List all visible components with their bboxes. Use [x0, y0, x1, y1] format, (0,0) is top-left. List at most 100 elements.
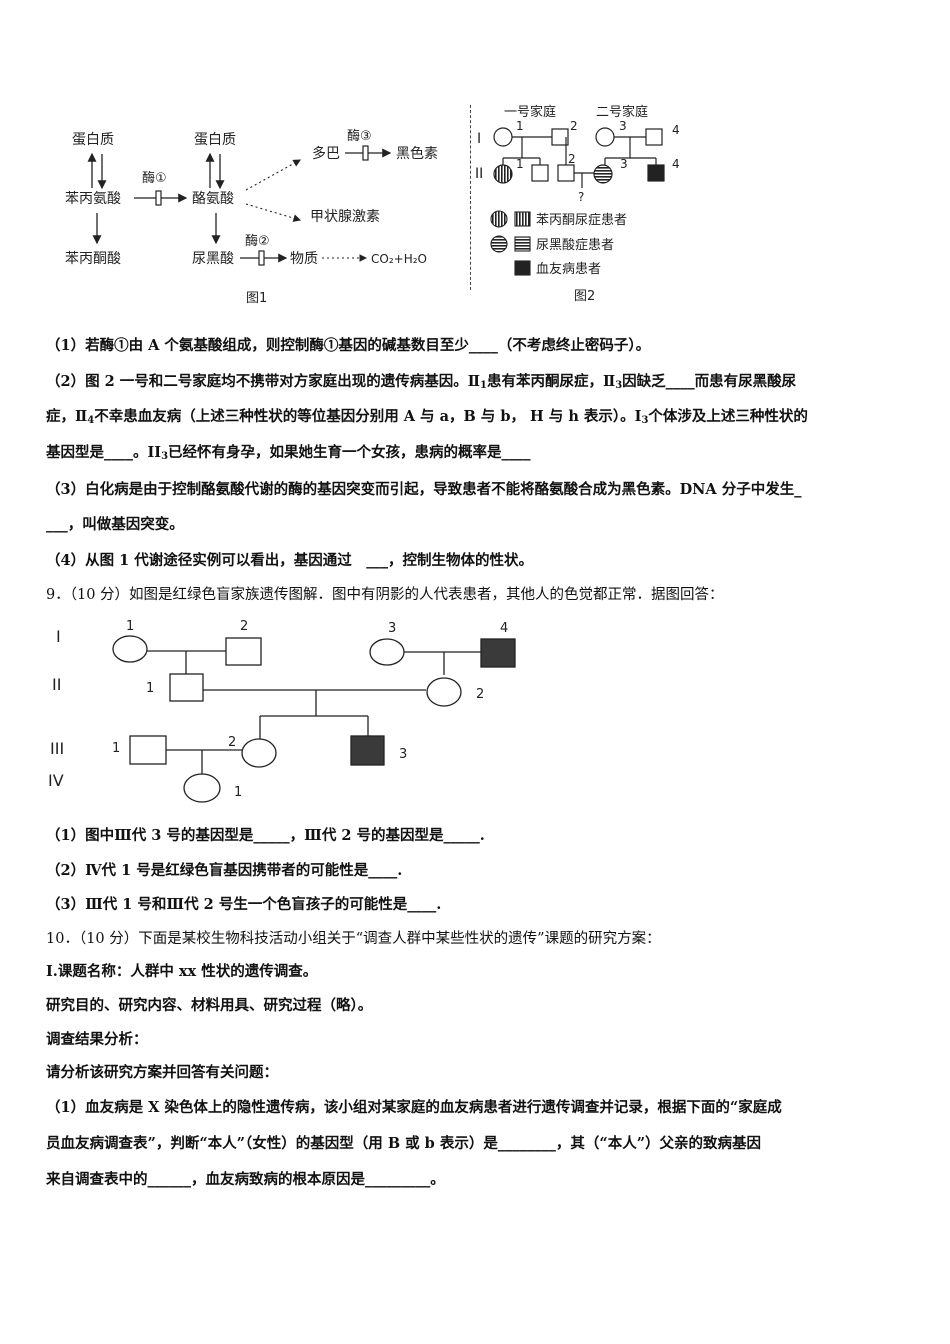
q8-part3-line1: （3）白化病是由于控制酪氨酸代谢的酶的基因突变而引起，导致患者不能将酪氨酸合成为… — [46, 481, 802, 498]
q10-stem: 10．（10 分）下面是某校生物科技活动小组关于“调查人群中某些性状的遗传”课题… — [46, 931, 661, 947]
III3-male-affected — [350, 735, 385, 766]
f2-I4-number: 4 — [672, 123, 680, 137]
f1-II2-male — [557, 164, 575, 182]
gen-II-label: II — [52, 675, 61, 694]
q8-p2f: 个体涉及上述三种性状的 — [648, 408, 808, 425]
f2-II3-number: 3 — [620, 157, 628, 171]
I3-female — [369, 638, 405, 666]
q9-part1: （1）图中Ⅲ代 3 号的基因型是_____，Ⅲ代 2 号的基因型是_____. — [46, 827, 485, 844]
dotted-arrow-dopa — [245, 159, 301, 191]
q9-part3: （3）Ⅲ代 1 号和Ⅲ代 2 号生一个色盲孩子的可能性是____. — [46, 896, 442, 913]
q8-p2g: 基因型是____。II — [46, 444, 162, 461]
q8-p2c: 因缺乏____而患有尿黑酸尿 — [622, 373, 797, 390]
q8-part2-line3: 基因型是____。II3已经怀有身孕，如果她生育一个女孩，患病的概率是____ — [46, 443, 531, 467]
II1-number: 1 — [146, 681, 154, 696]
unborn-question: ? — [578, 190, 584, 204]
legend-alkaptonuria-circle-icon — [490, 235, 508, 253]
figure-1-caption: 图1 — [246, 291, 267, 306]
node-thyroxine: 甲状腺激素 — [310, 208, 380, 225]
III1-number: 1 — [112, 741, 120, 756]
node-protein-left: 蛋白质 — [72, 132, 114, 148]
f1-I2-male — [551, 128, 569, 146]
f2-I4-male — [645, 128, 663, 146]
q8-p2e-sub: 3 — [641, 415, 649, 426]
legend-hemophilia-square-icon — [514, 260, 531, 276]
figure-1-metabolic-pathway: 蛋白质 苯丙氨酸 苯丙酮酸 酶① 蛋白质 酪氨酸 尿黑酸 多巴 酶③ 黑色素 甲… — [65, 128, 438, 306]
I2-number: 2 — [240, 619, 248, 634]
gen-I-label: I — [56, 627, 61, 646]
q10-part1-line1: （1）血友病是 X 染色体上的隐性遗传病，该小组对某家庭的血友病患者进行遗传调查… — [46, 1099, 782, 1116]
III1-male — [129, 735, 167, 765]
f2-I3-female — [595, 127, 615, 147]
figure-2-caption: 图2 — [574, 289, 595, 304]
q8-p2a-sub: 1 — [480, 380, 487, 391]
f1-II1-number: 1 — [516, 157, 524, 171]
enzyme-3-block — [362, 145, 369, 161]
q8-part3-line2: ___，叫做基因突变。 — [46, 516, 184, 533]
f2-I3-number: 3 — [619, 119, 627, 133]
I4-number: 4 — [500, 621, 508, 636]
q8-p2g-sub: 3 — [161, 451, 169, 462]
node-substance: 物质 — [290, 251, 318, 267]
II2-female — [426, 677, 462, 707]
f1-I1-number: 1 — [516, 119, 524, 133]
f1-I1-female — [493, 127, 513, 147]
q8-part4: （4）从图 1 代谢途径实例可以看出，基因通过 ___，控制生物体的性状。 — [46, 552, 534, 569]
legend-hemophilia-label: 血友病患者 — [536, 261, 601, 277]
f2-II4-number: 4 — [672, 157, 680, 171]
f2-II4-male-hemophilia — [647, 164, 665, 182]
enzyme-2-label: 酶② — [245, 233, 270, 249]
I1-female — [112, 635, 148, 663]
f2-II3-female-affected — [593, 164, 613, 184]
family-1-title: 一号家庭 — [504, 104, 556, 120]
I1-number: 1 — [126, 619, 134, 634]
f1-II1-female-affected — [493, 164, 513, 184]
q8-part2-line2: 症，Ⅱ4不幸患血友病（上述三种性状的等位基因分别用 A 与 a，B 与 b， H… — [46, 407, 808, 431]
gen-IV-label: IV — [48, 771, 64, 790]
enzyme-3-label: 酶③ — [347, 128, 372, 144]
node-dopa: 多巴 — [312, 145, 340, 162]
IV1-number: 1 — [234, 785, 242, 800]
II1-male — [169, 673, 204, 702]
q8-p2a: （2）图 2 一号和二号家庭均不携带对方家庭出现的遗传病基因。Ⅱ — [46, 373, 480, 390]
q10-title: I.课题名称：人群中 xx 性状的遗传调查。 — [46, 963, 318, 980]
IV1-female — [183, 773, 221, 803]
figure-separator — [470, 105, 471, 290]
q8-p2h: 已经怀有身孕，如果她生育一个女孩，患病的概率是____ — [168, 444, 531, 461]
I3-number: 3 — [388, 621, 396, 636]
q10-line1: 研究目的、研究内容、材料用具、研究过程（略）。 — [46, 997, 373, 1014]
q8-part1: （1）若酶①由 A 个氨基酸组成，则控制酶①基因的碱基数目至少____（不考虑终… — [46, 337, 651, 354]
q9-color-blindness-pedigree: I II III IV 1 2 3 4 1 2 1 2 3 1 — [48, 619, 516, 803]
q10-line3: 请分析该研究方案并回答有关问题： — [46, 1064, 278, 1081]
q9-part2: （2）Ⅳ代 1 号是红绿色盲基因携带者的可能性是____. — [46, 862, 403, 879]
q8-p2b-sub: 3 — [615, 380, 623, 391]
node-homogentisic: 尿黑酸 — [192, 251, 234, 267]
q10-part1-line3: 来自调查表中的______，血友病致病的根本原因是_________。 — [46, 1171, 445, 1188]
legend-pku-label: 苯丙酮尿症患者 — [536, 213, 627, 228]
node-products: CO₂+H₂O — [371, 252, 427, 266]
q9-stem: 9．（10 分）如图是红绿色盲家族遗传图解．图中有阴影的人代表患者，其他人的色觉… — [46, 587, 724, 603]
node-melanin: 黑色素 — [396, 145, 438, 162]
node-phenylpyruvic: 苯丙酮酸 — [65, 250, 121, 267]
q8-p2d: 症，Ⅱ — [46, 408, 88, 425]
III2-female — [241, 738, 277, 768]
figure-2-family-pedigrees: 一号家庭 二号家庭 I II 1 2 1 2 ? 3 4 3 4 苯丙酮尿症患者… — [475, 104, 680, 304]
family-2-title: 二号家庭 — [596, 104, 648, 120]
enzyme-1-label: 酶① — [142, 170, 167, 186]
f1-I2-number: 2 — [570, 119, 578, 133]
legend-pku-circle-icon — [490, 210, 508, 228]
legend-alkaptonuria-square-icon — [514, 236, 531, 252]
enzyme-1-block — [155, 190, 162, 206]
f1-II2-number: 2 — [568, 152, 576, 166]
dotted-arrow-thyroxine — [245, 203, 302, 222]
node-phenylalanine: 苯丙氨酸 — [65, 190, 121, 207]
generation-I-label: I — [477, 131, 481, 147]
II2-number: 2 — [476, 687, 484, 702]
gen-III-label: III — [50, 739, 64, 758]
q10-line2: 调查结果分析： — [46, 1031, 148, 1048]
legend-pku-square-icon — [514, 211, 531, 227]
node-protein-right: 蛋白质 — [194, 132, 236, 148]
legend-alkaptonuria-label: 尿黑酸症患者 — [536, 238, 614, 253]
f1-II-male — [531, 164, 549, 182]
III2-number: 2 — [228, 735, 236, 750]
